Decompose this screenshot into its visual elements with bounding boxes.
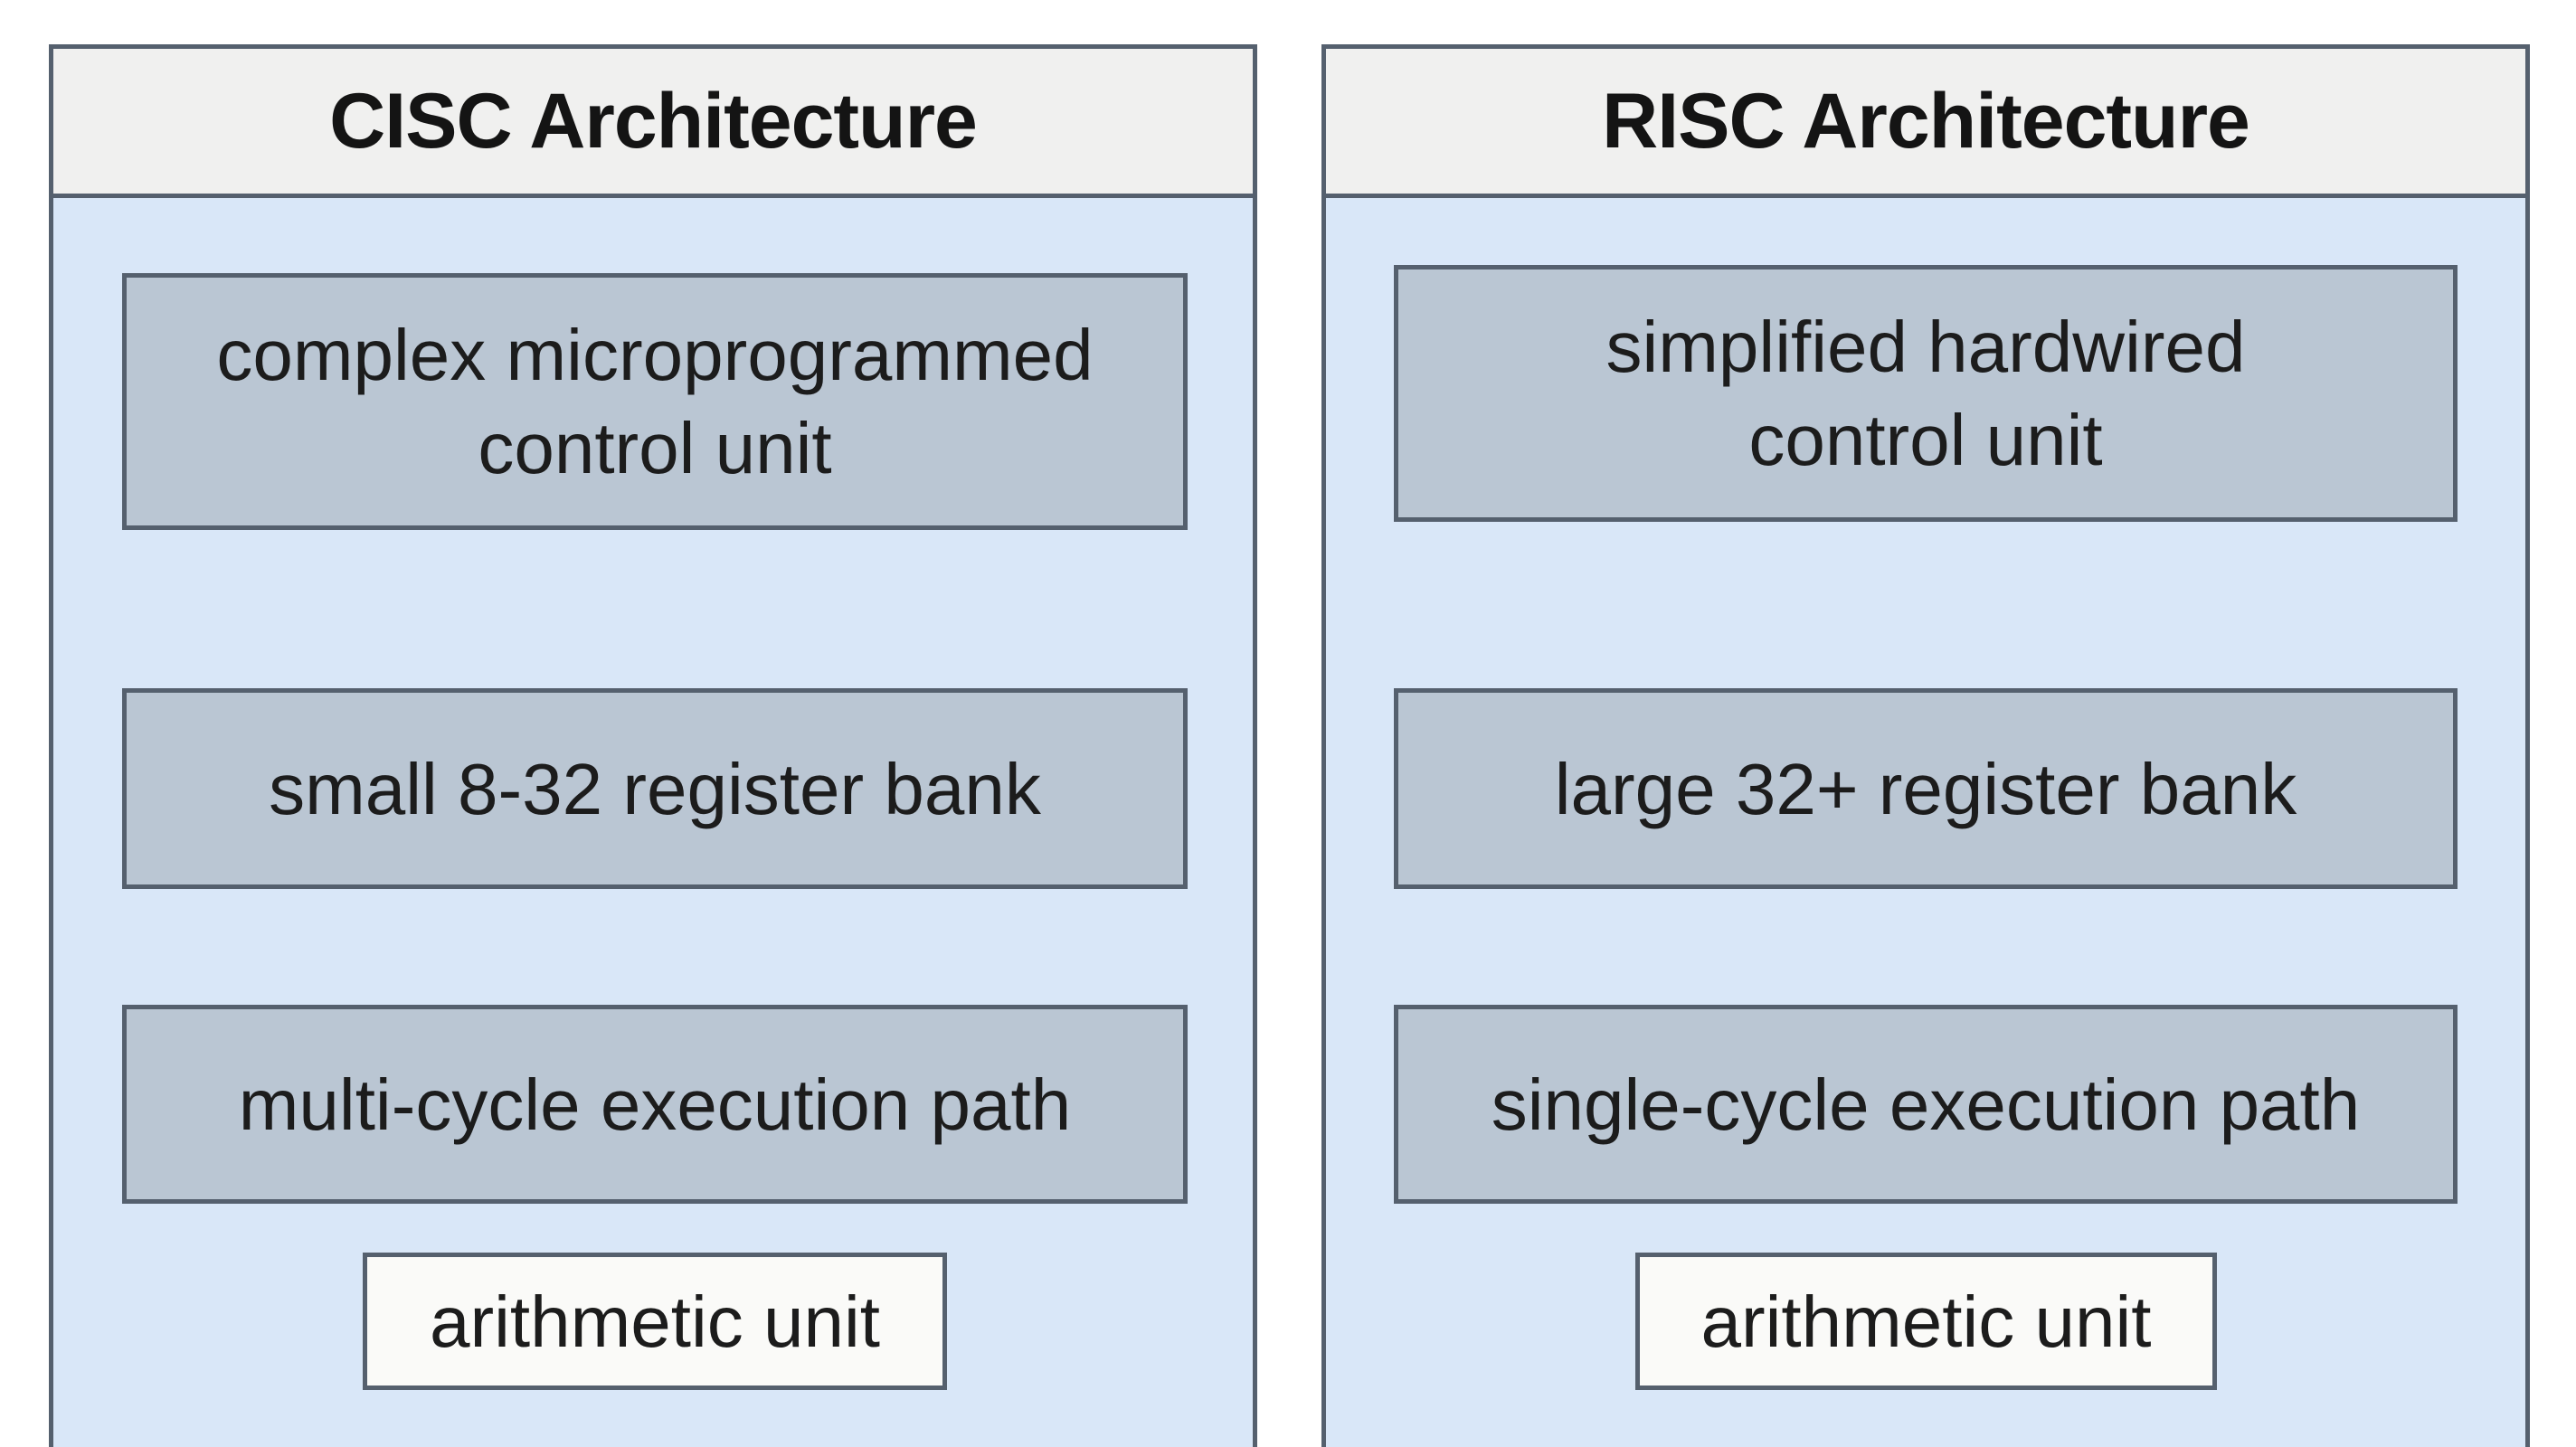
risc-execution-path-block: single-cycle execution path bbox=[1394, 1005, 2458, 1204]
risc-arithmetic-unit-block: arithmetic unit bbox=[1635, 1253, 2217, 1390]
risc-arithmetic-unit-label: arithmetic unit bbox=[1700, 1281, 2152, 1362]
cisc-panel-title: CISC Architecture bbox=[53, 49, 1253, 198]
cisc-arithmetic-unit-block: arithmetic unit bbox=[363, 1253, 947, 1390]
cisc-control-unit-line2: control unit bbox=[478, 408, 832, 488]
risc-control-unit-line1: simplified hardwired bbox=[1605, 307, 2246, 387]
cisc-register-bank-label: small 8-32 register bank bbox=[269, 748, 1041, 829]
cisc-arithmetic-unit-label: arithmetic unit bbox=[430, 1281, 880, 1362]
cisc-execution-path-label: multi-cycle execution path bbox=[238, 1064, 1072, 1145]
risc-panel-title: RISC Architecture bbox=[1326, 49, 2525, 198]
risc-register-bank-label: large 32+ register bank bbox=[1554, 748, 2297, 829]
cisc-execution-path-block: multi-cycle execution path bbox=[122, 1005, 1188, 1204]
risc-register-bank-block: large 32+ register bank bbox=[1394, 688, 2458, 889]
risc-execution-path-label: single-cycle execution path bbox=[1491, 1064, 2361, 1145]
cisc-register-bank-block: small 8-32 register bank bbox=[122, 688, 1188, 889]
risc-control-unit-block: simplified hardwired control unit bbox=[1394, 265, 2458, 522]
cisc-control-unit-block: complex microprogrammed control unit bbox=[122, 273, 1188, 530]
risc-control-unit-line2: control unit bbox=[1748, 400, 2103, 480]
cisc-control-unit-line1: complex microprogrammed bbox=[216, 315, 1094, 395]
